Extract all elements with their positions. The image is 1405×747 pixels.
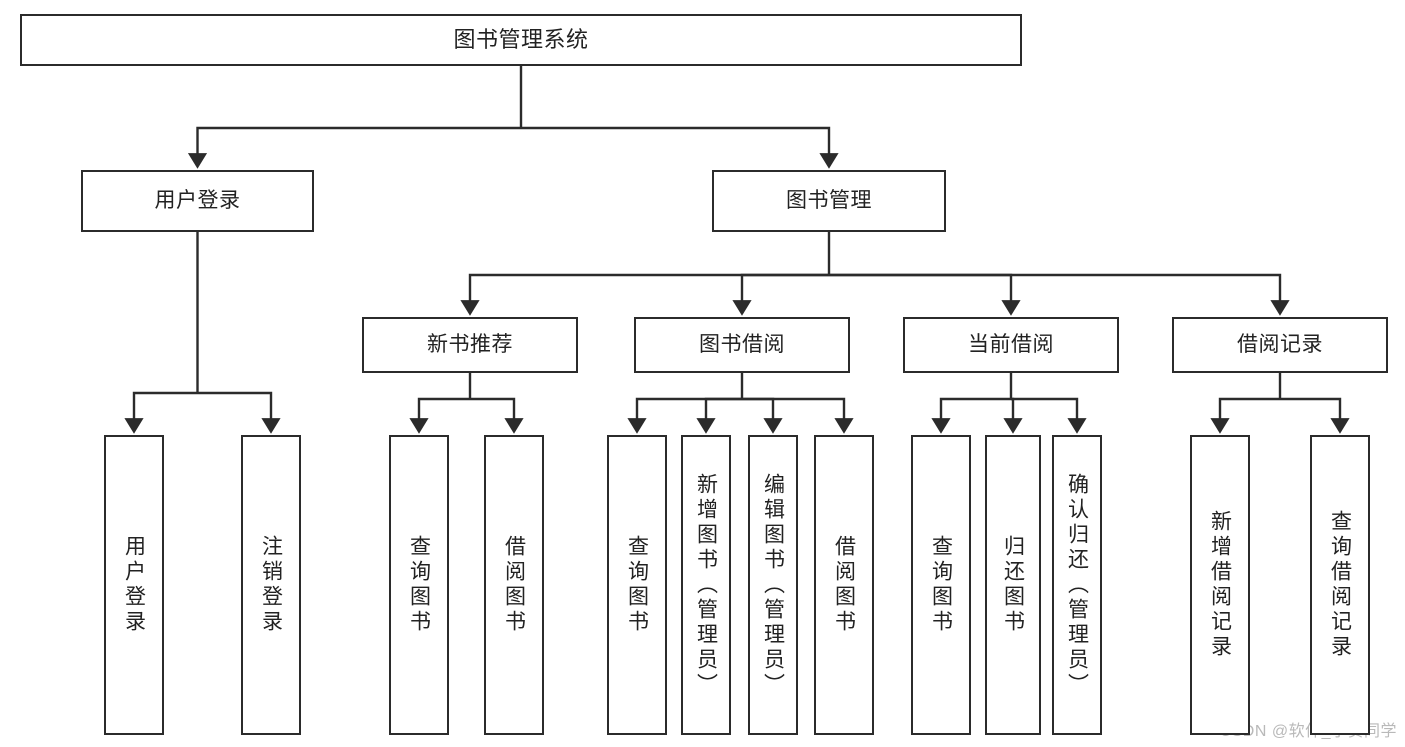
connector-user-login-to-leaf-user-login bbox=[124, 391, 198, 434]
node-label: 查询借阅记录 bbox=[1328, 510, 1352, 660]
node-label: 编辑图书（管理员） bbox=[761, 472, 785, 698]
node-leaf-edit-book[interactable]: 编辑图书（管理员） bbox=[748, 435, 798, 735]
node-book-manage[interactable]: 图书管理 bbox=[712, 170, 946, 232]
connector-book-manage-to-borrow-record bbox=[829, 273, 1290, 316]
connector-new-book-rec-to-leaf-borrow-book-1 bbox=[470, 397, 524, 434]
connector-new-book-rec-to-leaf-query-book-1 bbox=[409, 397, 470, 434]
node-root[interactable]: 图书管理系统 bbox=[20, 14, 1022, 66]
node-leaf-confirm-return[interactable]: 确认归还（管理员） bbox=[1052, 435, 1102, 735]
node-label: 查询图书 bbox=[929, 535, 953, 635]
node-label: 注销登录 bbox=[259, 535, 283, 635]
node-user-login[interactable]: 用户登录 bbox=[81, 170, 314, 232]
connector-current-borrow-to-leaf-confirm-return bbox=[1011, 397, 1087, 434]
node-label: 借阅图书 bbox=[832, 535, 856, 635]
node-book-borrow[interactable]: 图书借阅 bbox=[634, 317, 850, 373]
node-label: 图书借阅 bbox=[699, 333, 785, 357]
node-leaf-query-record[interactable]: 查询借阅记录 bbox=[1310, 435, 1370, 735]
connector-book-borrow-to-leaf-query-book-2 bbox=[627, 397, 742, 434]
node-label: 新增借阅记录 bbox=[1208, 510, 1232, 660]
node-label: 借阅图书 bbox=[502, 535, 526, 635]
node-label: 查询图书 bbox=[407, 535, 431, 635]
connector-borrow-record-to-leaf-add-record bbox=[1210, 397, 1280, 434]
node-label: 归还图书 bbox=[1001, 535, 1025, 635]
connector-user-login-to-leaf-user-logout bbox=[197, 391, 281, 434]
node-leaf-borrow-book-1[interactable]: 借阅图书 bbox=[484, 435, 544, 735]
node-leaf-borrow-book-2[interactable]: 借阅图书 bbox=[814, 435, 874, 735]
node-label: 新增图书（管理员） bbox=[694, 472, 718, 698]
node-label: 确认归还（管理员） bbox=[1065, 472, 1089, 698]
node-leaf-add-book[interactable]: 新增图书（管理员） bbox=[681, 435, 731, 735]
connector-root-to-book-manage bbox=[521, 126, 839, 169]
node-leaf-user-logout[interactable]: 注销登录 bbox=[241, 435, 301, 735]
node-leaf-query-book-1[interactable]: 查询图书 bbox=[389, 435, 449, 735]
node-leaf-add-record[interactable]: 新增借阅记录 bbox=[1190, 435, 1250, 735]
node-borrow-record[interactable]: 借阅记录 bbox=[1172, 317, 1388, 373]
node-label: 新书推荐 bbox=[427, 333, 513, 357]
connector-book-manage-to-book-borrow bbox=[732, 273, 829, 316]
node-label: 当前借阅 bbox=[968, 333, 1054, 357]
node-leaf-query-book-3[interactable]: 查询图书 bbox=[911, 435, 971, 735]
connector-book-manage-to-new-book-rec bbox=[460, 273, 829, 316]
connector-root-to-user-login bbox=[187, 126, 521, 169]
node-label: 图书管理系统 bbox=[453, 26, 589, 52]
connector-current-borrow-to-leaf-query-book-3 bbox=[931, 397, 1011, 434]
connector-book-borrow-to-leaf-add-book bbox=[696, 397, 742, 434]
node-label: 借阅记录 bbox=[1237, 333, 1323, 357]
node-leaf-user-login[interactable]: 用户登录 bbox=[104, 435, 164, 735]
connector-book-manage-to-current-borrow bbox=[829, 273, 1021, 316]
node-label: 图书管理 bbox=[786, 189, 872, 213]
node-label: 用户登录 bbox=[122, 535, 146, 635]
connector-book-borrow-to-leaf-edit-book bbox=[742, 397, 783, 434]
node-leaf-return-book[interactable]: 归还图书 bbox=[985, 435, 1041, 735]
node-leaf-query-book-2[interactable]: 查询图书 bbox=[607, 435, 667, 735]
node-new-book-rec[interactable]: 新书推荐 bbox=[362, 317, 578, 373]
connector-book-borrow-to-leaf-borrow-book-2 bbox=[742, 397, 854, 434]
node-label: 查询图书 bbox=[625, 535, 649, 635]
connector-current-borrow-to-leaf-return-book bbox=[1003, 397, 1023, 434]
node-label: 用户登录 bbox=[154, 189, 241, 213]
node-current-borrow[interactable]: 当前借阅 bbox=[903, 317, 1119, 373]
connector-borrow-record-to-leaf-query-record bbox=[1280, 397, 1350, 434]
